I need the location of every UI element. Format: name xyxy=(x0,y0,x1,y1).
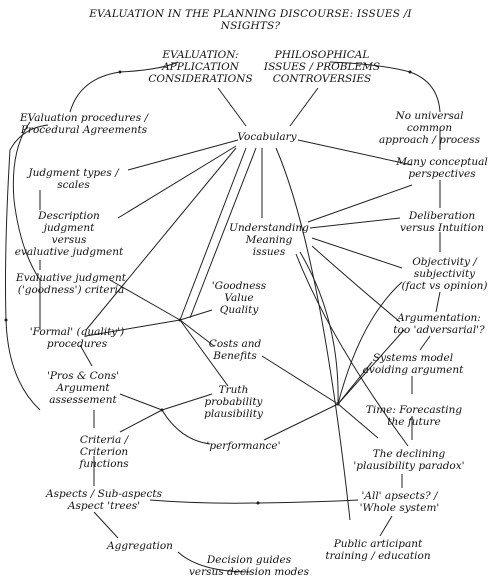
edge-phil-vocab xyxy=(289,87,319,127)
edge-understanding-conceptual xyxy=(307,184,413,223)
edge-understanding-argumentation xyxy=(311,245,401,323)
node-description: Description judgment versus evaluative j… xyxy=(14,210,124,258)
edge-lower-pros xyxy=(119,393,163,411)
edge-procedures-application xyxy=(69,61,179,113)
edge-vocab-junction xyxy=(179,147,247,321)
edge-junction-formal xyxy=(85,319,181,337)
edge-vocab-public xyxy=(275,147,351,521)
edge-junction-systems xyxy=(337,361,373,405)
edge-lower-truth xyxy=(161,393,213,411)
node-systems: Systems model avoiding argument xyxy=(362,352,464,376)
edge-understanding-objectivity xyxy=(311,237,403,269)
node-no-universal: No universal common approach / process xyxy=(378,110,481,146)
edge-junction-time xyxy=(337,403,379,439)
header-application: EVALUATION: APPLICATION CONSIDERATIONS xyxy=(148,49,253,85)
edge-junction-performance xyxy=(263,403,339,441)
node-pros-cons: 'Pros & Cons' Argument assessement xyxy=(46,370,120,406)
edge-vocab-formal xyxy=(85,147,237,331)
node-aggregation: Aggregation xyxy=(107,540,173,552)
edge-junction-argumentation xyxy=(337,329,405,405)
node-vocabulary: Vocabulary xyxy=(237,131,297,143)
edge-understanding-deliberation xyxy=(309,217,401,229)
node-formal: 'Formal' (quality') procedures xyxy=(29,326,125,350)
node-criterion-functions: Criteria / Criterion functions xyxy=(79,434,129,470)
node-judgment-types: Judgment types / scales xyxy=(28,167,119,191)
node-aspects: Aspects / Sub-aspects Aspect 'trees' xyxy=(46,488,162,512)
edge-formal-pros xyxy=(79,344,93,367)
edge-argumentation-systems xyxy=(419,335,431,351)
edge-philosophical-no-universal xyxy=(329,61,441,113)
node-performance: 'performance' xyxy=(206,440,281,452)
node-declining: The declining 'plausibility paradox' xyxy=(353,448,465,472)
node-criteria: Evaluative judgment ('goodness') criteri… xyxy=(16,272,126,296)
edge-left-spine xyxy=(12,121,41,330)
edge-aggregation-guides xyxy=(177,551,251,573)
edge-understanding-declining xyxy=(295,253,409,447)
node-decision-guides: Decision guides versus decision modes xyxy=(189,554,309,578)
node-all-aspects: 'All' apsects? / 'Whole system' xyxy=(359,490,440,514)
edge-junction-costs2 xyxy=(179,319,215,347)
edge-app-vocab xyxy=(217,87,247,127)
node-truth: Truth probability plausibility xyxy=(204,384,263,420)
node-conceptual: Many conceptual perspectives xyxy=(396,156,488,180)
edge-junction-truth xyxy=(179,319,229,387)
edge-aspects-aggregation xyxy=(93,511,119,539)
node-objectivity: Objectivity / subjectivity (fact vs opin… xyxy=(401,256,488,292)
edge-aspects-all xyxy=(149,499,359,504)
edge-lower-performance xyxy=(161,409,211,445)
node-goodness: 'Goodness Value Quality xyxy=(211,280,267,316)
node-costs: Costs and Benefits xyxy=(208,338,262,362)
diagram-title: EVALUATION IN THE PLANNING DISCOURSE: IS… xyxy=(89,8,412,32)
edge-lower-criteria xyxy=(119,409,163,433)
node-understanding: Understanding Meaning issues xyxy=(229,222,309,258)
edge-all-public xyxy=(379,515,393,537)
edge-outer-left xyxy=(5,124,49,411)
edge-objectivity-junction xyxy=(337,281,403,405)
node-public: Public articipant training / education xyxy=(325,538,431,562)
edge-objectivity-argumentation xyxy=(435,291,441,313)
node-argumentation: Argumentation: too 'adversarial'? xyxy=(393,312,485,336)
edge-junction-goodness xyxy=(179,309,213,321)
edge-vocab-description xyxy=(117,145,237,219)
node-procedures: EValuation procedures / Procedural Agree… xyxy=(19,112,149,136)
edge-vocab-goodness xyxy=(189,147,257,319)
edge-vocab-conceptual xyxy=(297,139,413,166)
node-deliberation: Deliberation versus Intuition xyxy=(400,210,484,234)
edge-junction-criteria xyxy=(109,279,181,321)
header-philosophical: PHILOSOPHICAL ISSUES / PROBLEMS CONTROVE… xyxy=(263,49,381,85)
edge-vocab-judgment xyxy=(127,139,239,171)
edge-junction-costs xyxy=(261,355,339,405)
node-time: Time: Forecasting the future xyxy=(365,404,463,428)
